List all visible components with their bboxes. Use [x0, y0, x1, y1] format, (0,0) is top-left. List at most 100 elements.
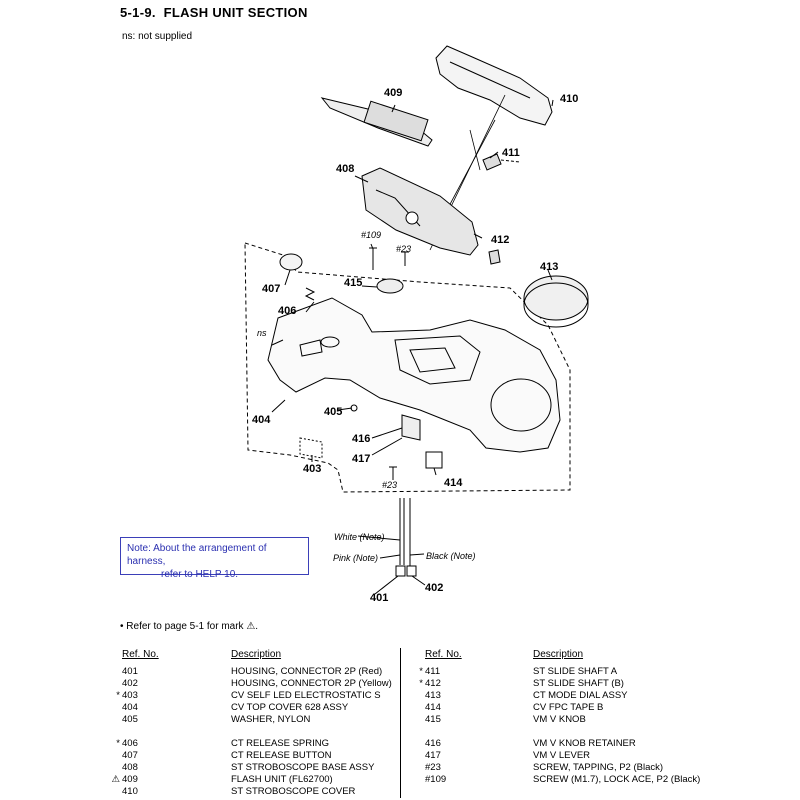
part-ref-no: 401: [122, 666, 138, 677]
top-cover-dashed-outline: [244, 242, 571, 493]
col-header-ref-left: Ref. No.: [122, 649, 159, 660]
release-spring-406: [304, 287, 316, 301]
callout-406: 406: [278, 305, 296, 317]
part-description: CV SELF LED ELECTROSTATIC S: [231, 690, 381, 701]
part-description: FLASH UNIT (FL62700): [231, 774, 333, 785]
parts-row: ⚠409 FLASH UNIT (FL62700): [100, 774, 420, 786]
wire-label-white: White (Note): [334, 532, 385, 542]
callout-23-bottom: #23: [382, 480, 397, 490]
callout-413: 413: [540, 261, 558, 273]
part-ref-no: 412: [425, 678, 441, 689]
callout-409: 409: [384, 87, 402, 99]
part-ref-no: 411: [425, 666, 441, 677]
parts-row: *411 ST SLIDE SHAFT A: [403, 666, 723, 678]
callout-417: 417: [352, 453, 370, 465]
connector-402: [406, 565, 417, 577]
callout-414: 414: [444, 477, 463, 489]
v-lever-417: [401, 414, 421, 441]
callout-ns: ns: [257, 328, 267, 338]
callout-23-top: #23: [396, 244, 411, 254]
part-mark: *: [116, 738, 120, 749]
part-mark: ⚠: [111, 774, 120, 785]
parts-row: *412 ST SLIDE SHAFT (B): [403, 678, 723, 690]
part-description: HOUSING, CONNECTOR 2P (Yellow): [231, 678, 392, 689]
parts-row: #109 SCREW (M1.7), LOCK ACE, P2 (Black): [403, 774, 723, 786]
led-cover-403: [299, 437, 323, 459]
refer-note: • Refer to page 5-1 for mark ⚠.: [120, 621, 259, 632]
part-ref-no: 408: [122, 762, 138, 773]
part-ref-no: 405: [122, 714, 138, 725]
part-ref-no: 410: [122, 786, 138, 797]
help-note-line2: refer to HELP 10.: [161, 569, 239, 580]
part-description: ST SLIDE SHAFT (B): [533, 678, 624, 689]
part-ref-no: #23: [425, 762, 441, 773]
part-description: CT MODE DIAL ASSY: [533, 690, 628, 701]
part-description: CV TOP COVER 628 ASSY: [231, 702, 349, 713]
callout-403: 403: [303, 463, 321, 475]
slide-shaft-412: [488, 249, 501, 265]
part-description: SCREW (M1.7), LOCK ACE, P2 (Black): [533, 774, 701, 785]
part-ref-no: 409: [122, 774, 138, 785]
part-ref-no: 414: [425, 702, 441, 713]
callout-412: 412: [491, 234, 509, 246]
col-header-desc-right: Description: [533, 649, 584, 660]
exploded-view-diagram: 409 410 411 408 #109 #23 412 413 407 415…: [244, 45, 589, 604]
part-description: CV FPC TAPE B: [533, 702, 604, 713]
parts-row: 414 CV FPC TAPE B: [403, 702, 723, 714]
callout-405: 405: [324, 406, 342, 418]
part-ref-no: 402: [122, 678, 138, 689]
flash-cover-410: [435, 45, 553, 126]
wire-label-pink: Pink (Note): [333, 553, 378, 563]
callout-402: 402: [425, 582, 443, 594]
part-description: WASHER, NYLON: [231, 714, 311, 725]
part-description: SCREW, TAPPING, P2 (Black): [533, 762, 664, 773]
part-ref-no: 403: [122, 690, 138, 701]
parts-row: 415 VM V KNOB: [403, 714, 723, 726]
screw-23-top: [401, 251, 409, 266]
col-header-ref-right: Ref. No.: [425, 649, 462, 660]
parts-row: 413 CT MODE DIAL ASSY: [403, 690, 723, 702]
harness-help-note: Note: About the arrangement of harness, …: [120, 537, 309, 580]
part-mark: *: [116, 690, 120, 701]
parts-row: 408 ST STROBOSCOPE BASE ASSY: [100, 762, 420, 774]
parts-row: #23 SCREW, TAPPING, P2 (Black): [403, 762, 723, 774]
col-header-desc-left: Description: [231, 649, 282, 660]
part-mark: *: [419, 666, 423, 677]
part-mark: *: [419, 678, 423, 689]
callout-407: 407: [262, 283, 280, 295]
wire-label-black: Black (Note): [426, 551, 476, 561]
part-description: CT RELEASE BUTTON: [231, 750, 332, 761]
callout-410: 410: [560, 93, 578, 105]
callout-404: 404: [252, 414, 271, 426]
part-description: ST STROBOSCOPE COVER: [231, 786, 356, 797]
top-cover-404: [267, 297, 561, 453]
callout-408: 408: [336, 163, 354, 175]
part-ref-no: 413: [425, 690, 441, 701]
callout-415: 415: [344, 277, 362, 289]
part-description: VM V KNOB RETAINER: [533, 738, 636, 749]
part-description: VM V KNOB: [533, 714, 586, 725]
connector-401: [395, 565, 406, 577]
callout-401: 401: [370, 592, 388, 604]
not-supplied-note: ns: not supplied: [122, 31, 193, 42]
section-title: 5-1-9. FLASH UNIT SECTION: [120, 5, 308, 20]
part-description: ST STROBOSCOPE BASE ASSY: [231, 762, 375, 773]
part-ref-no: 417: [425, 750, 441, 761]
part-ref-no: 407: [122, 750, 138, 761]
callout-109: #109: [361, 230, 381, 240]
stroboscope-base-408: [361, 167, 479, 256]
part-ref-no: #109: [425, 774, 447, 785]
parts-row: 407 CT RELEASE BUTTON: [100, 750, 420, 762]
parts-row: 402 HOUSING, CONNECTOR 2P (Yellow): [100, 678, 420, 690]
part-description: ST SLIDE SHAFT A: [533, 666, 618, 677]
part-ref-no: 415: [425, 714, 441, 725]
part-ref-no: 406: [122, 738, 138, 749]
parts-row: *403 CV SELF LED ELECTROSTATIC S: [100, 690, 420, 702]
help-note-line1: Note: About the arrangement of harness,: [127, 543, 267, 567]
callout-411: 411: [502, 147, 520, 159]
